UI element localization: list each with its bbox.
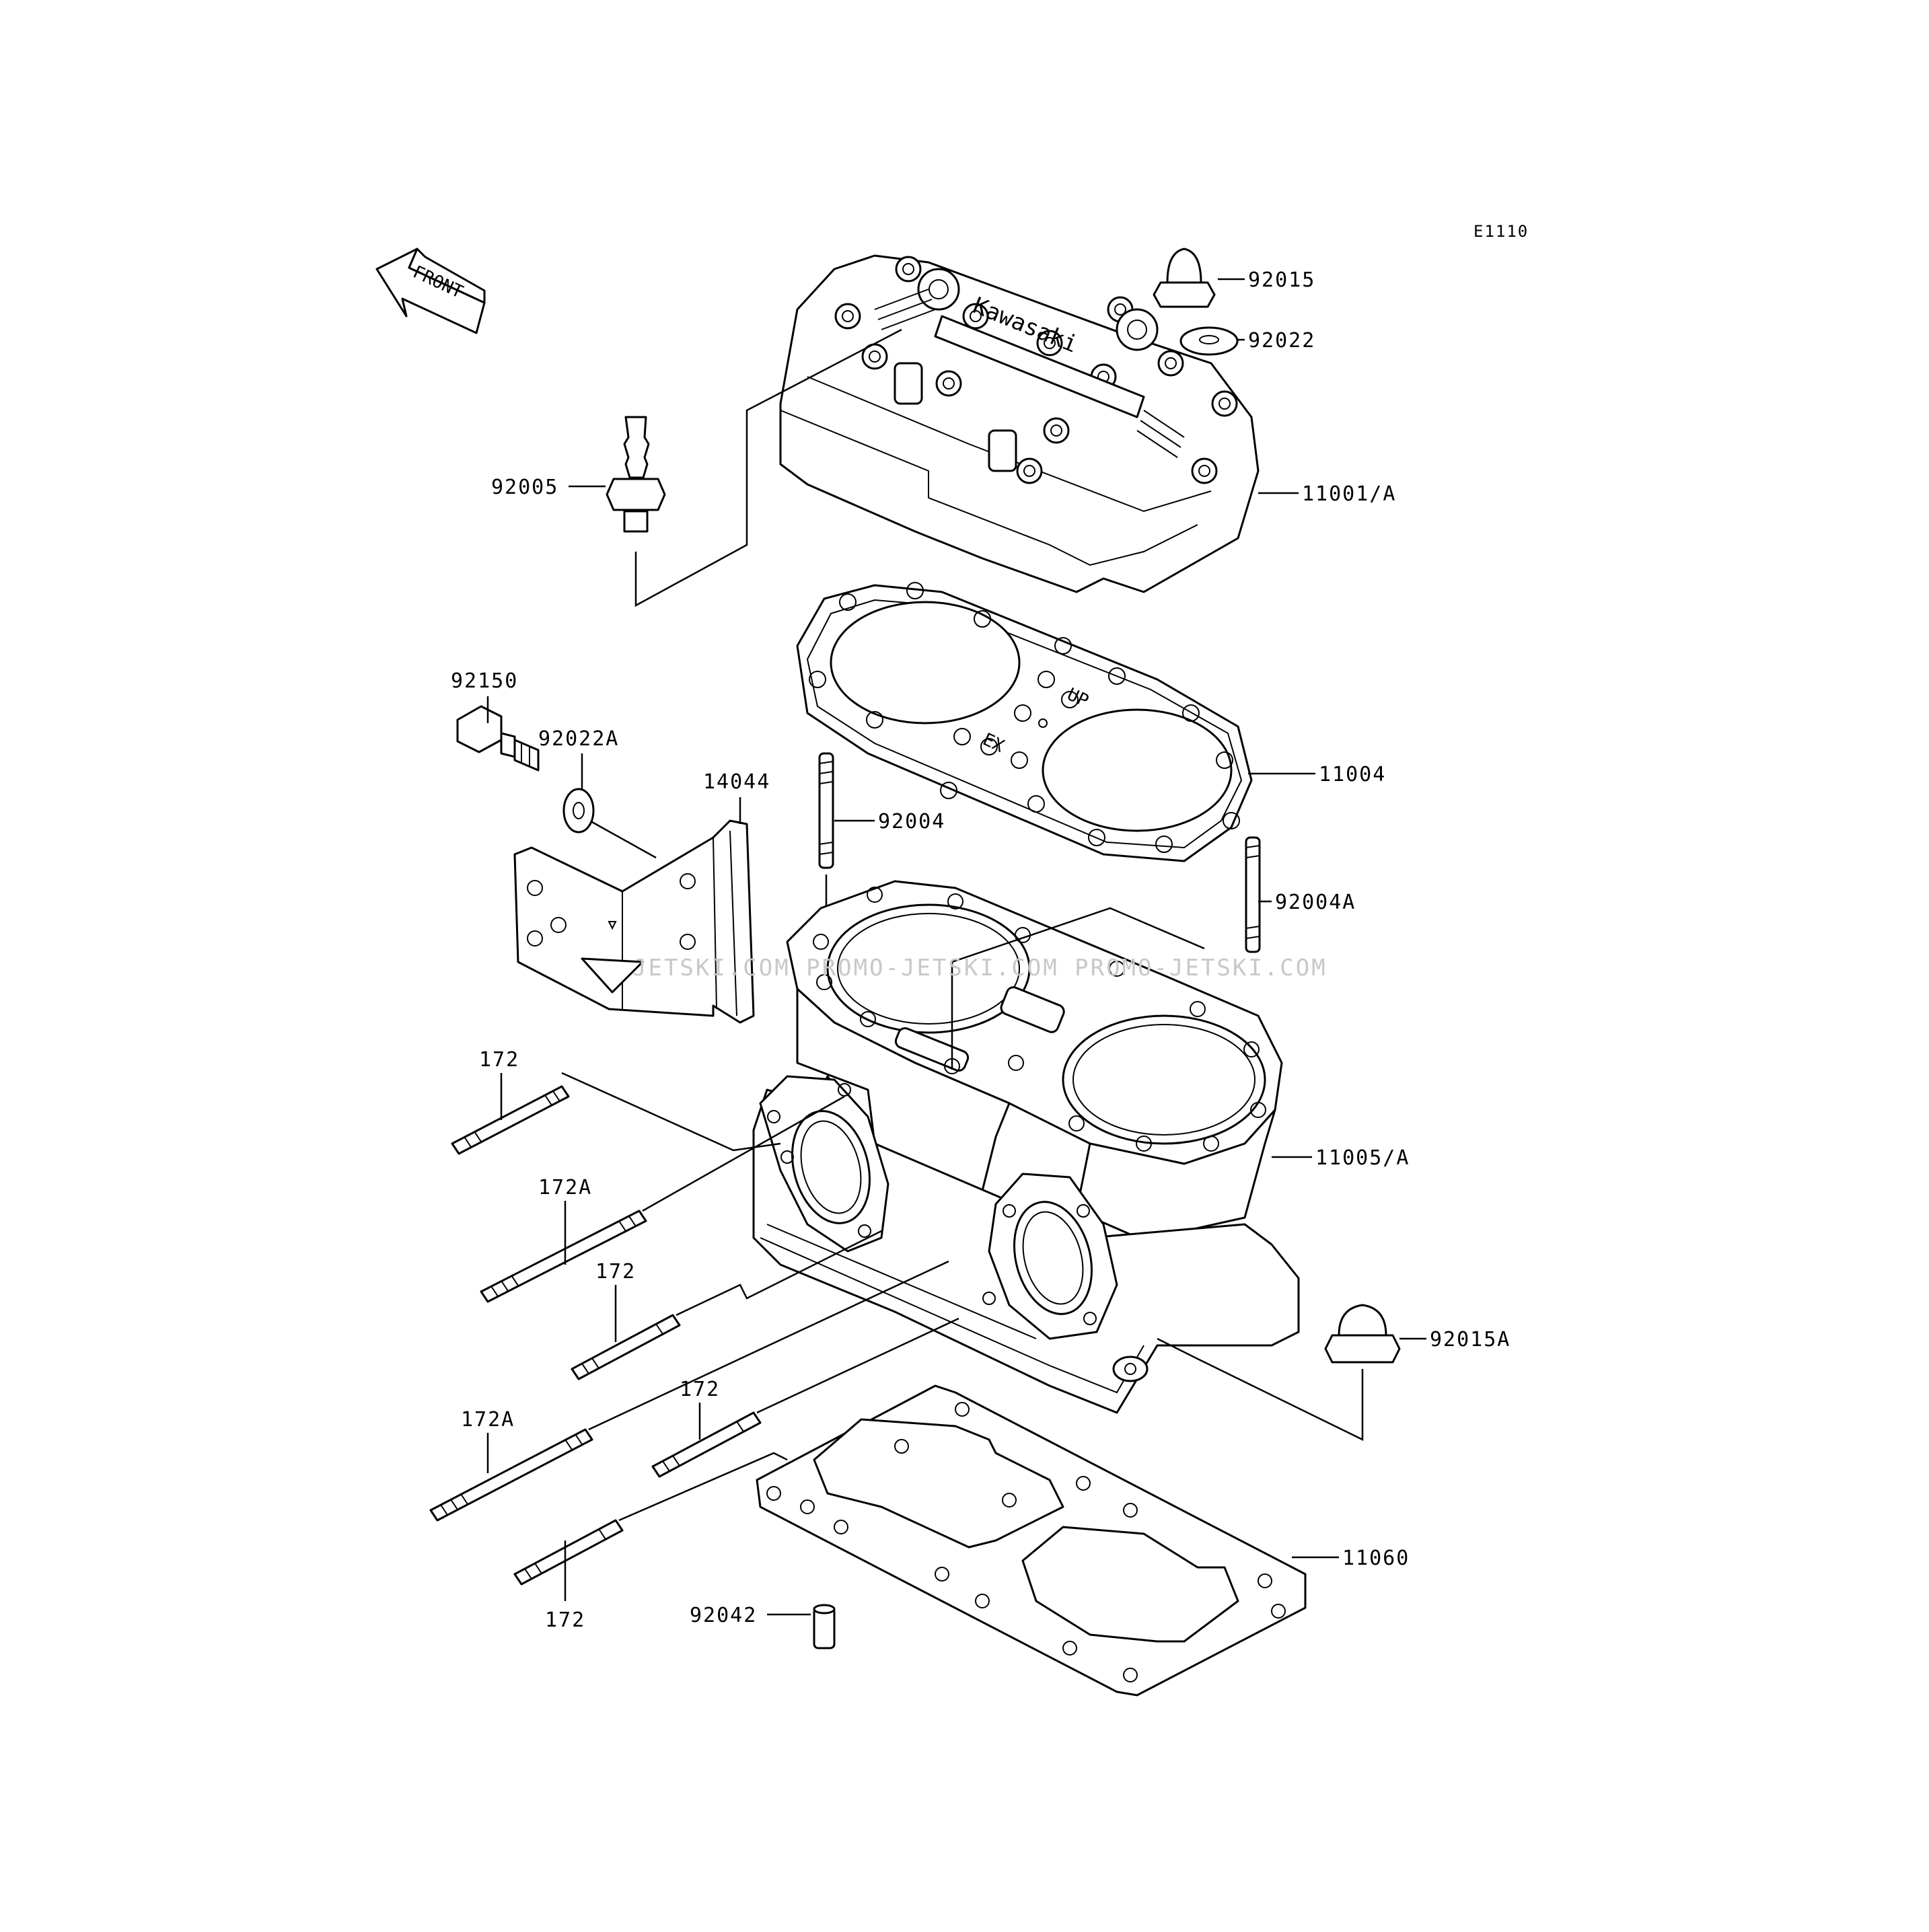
cap-nut-92015A (1324, 1304, 1401, 1364)
fitting-92005 (606, 416, 666, 533)
stud-92004 (818, 752, 834, 869)
stud-172-d (513, 1519, 624, 1586)
washer-92022 (1179, 326, 1239, 356)
cooling-fins-right (1136, 410, 1185, 458)
watermark-text: JETSKI.COM PROMO-JETSKI.COM PROMO-JETSKI… (632, 955, 1327, 981)
callout-92004A: 92004A (1275, 891, 1356, 914)
leader-172A-a (642, 1095, 845, 1212)
stud-172-b (571, 1314, 681, 1380)
callout-172-3: 172 (680, 1378, 720, 1401)
base-gasket-11060 (756, 1384, 1307, 1697)
stud-92004A (1245, 836, 1261, 953)
leader-92022A-bracket (591, 821, 657, 859)
leader-172-d (618, 1452, 788, 1522)
front-arrow-icon: FRONT (375, 248, 486, 334)
callout-14044: 14044 (703, 770, 770, 794)
cooling-fins-left (874, 289, 936, 330)
leader-172-a (561, 1072, 781, 1152)
callout-11005A: 11005/A (1315, 1146, 1410, 1170)
leader-cylinder-stud (951, 907, 1205, 1070)
gasket-bolt-holes (809, 582, 1240, 853)
cylinder-head: Kawasaki (779, 254, 1260, 593)
bolt-92150 (456, 705, 540, 772)
callout-11004: 11004 (1319, 763, 1386, 786)
stud-172A-a (480, 1210, 647, 1303)
leader-172A-b (588, 1260, 949, 1431)
cap-nut-92015 (1153, 248, 1216, 308)
cylinder-deck-holes (813, 887, 1266, 1152)
diagram-code: E1110 (1473, 222, 1529, 241)
cylinder-block-11005A (752, 880, 1300, 1414)
leader-172-b (676, 1230, 882, 1316)
stud-172A-b (429, 1428, 593, 1522)
base-gasket-holes (766, 1402, 1286, 1682)
callout-11001A: 11001/A (1302, 482, 1396, 506)
bracket-14044 (513, 819, 755, 1024)
callout-92004: 92004 (878, 810, 945, 833)
callout-92022A: 92022A (538, 727, 619, 751)
callout-leaders (486, 278, 1426, 1616)
callout-172A-2: 172A (461, 1408, 515, 1432)
callout-172-2: 172 (595, 1260, 636, 1284)
dowel-pin-92042 (813, 1604, 836, 1649)
callout-11060: 11060 (1342, 1547, 1410, 1570)
callout-92005: 92005 (491, 476, 558, 499)
stud-172-a (451, 1085, 570, 1155)
leader-172-c (756, 1317, 959, 1414)
callout-92015: 92015 (1248, 268, 1315, 292)
callout-92015A: 92015A (1430, 1328, 1511, 1351)
stud-172-c (651, 1411, 762, 1478)
callout-92022: 92022 (1248, 329, 1315, 352)
head-bolt-bosses (834, 256, 1238, 484)
callout-92042: 92042 (690, 1604, 757, 1627)
washer-92022A (562, 788, 595, 833)
callout-172-4: 172 (545, 1608, 585, 1632)
leader-92005-head (634, 328, 902, 607)
head-gasket-11004: UP EX (796, 582, 1253, 862)
callout-172A-1: 172A (538, 1176, 592, 1199)
callout-172-1: 172 (479, 1048, 519, 1072)
leader-92015A (1157, 1337, 1364, 1442)
callout-92150: 92150 (451, 669, 518, 693)
